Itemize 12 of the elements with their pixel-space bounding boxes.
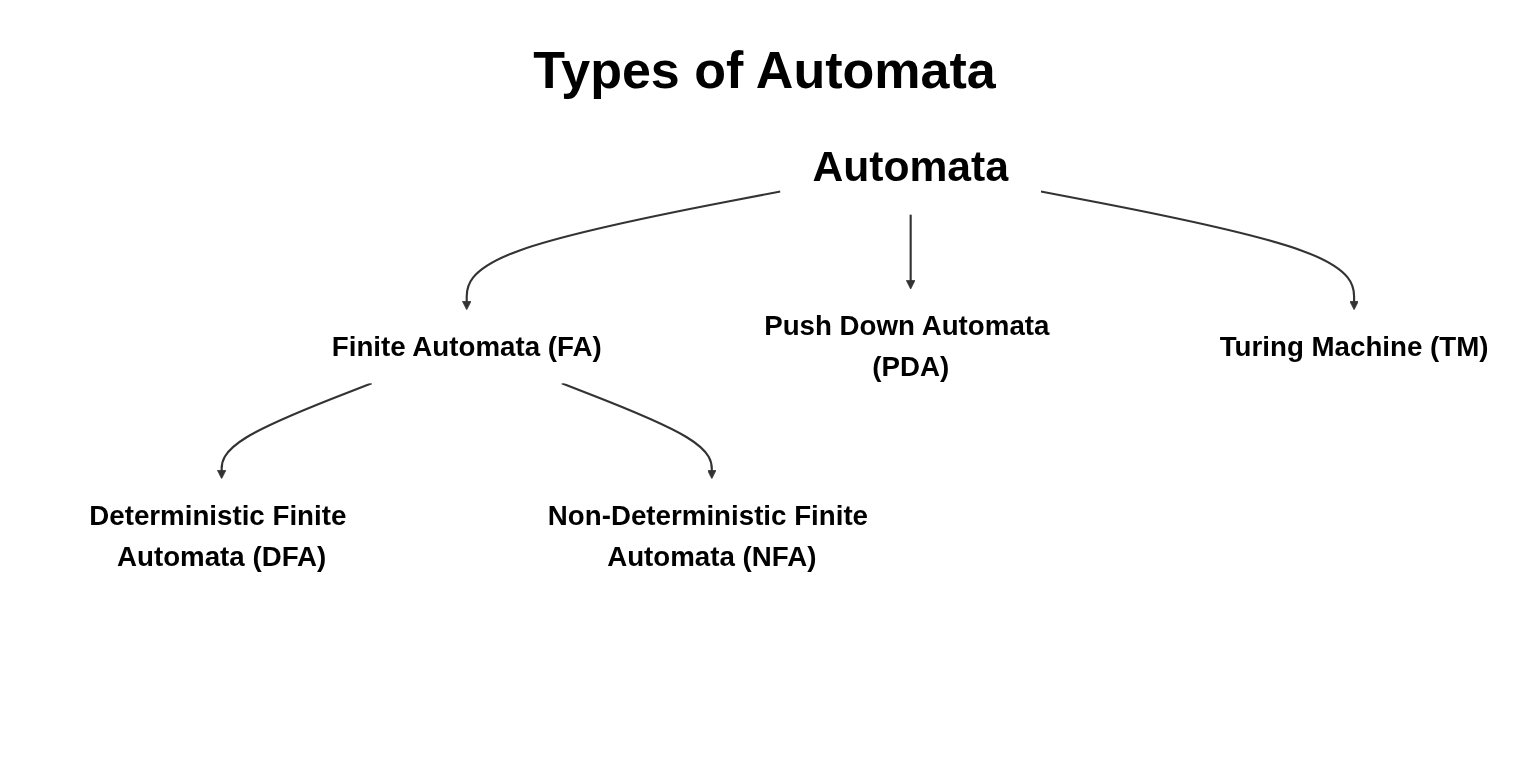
arrow	[462, 190, 781, 311]
node-text: Deterministic Finite Automata (DFA)	[89, 498, 347, 573]
node-text: Push Down Automata (PDA)	[764, 309, 1050, 383]
diagram-title: Types of Automata	[533, 40, 996, 100]
node-text: Turing Machine (TM)	[1219, 330, 1489, 363]
arrow	[1040, 190, 1359, 311]
arrow	[216, 382, 373, 480]
node-text: Finite Automata (FA)	[331, 330, 602, 363]
arrow	[561, 382, 717, 480]
node-text: Non-Deterministic Finite Automata (NFA)	[547, 498, 869, 573]
arrow	[906, 214, 916, 290]
node-text: Automata	[812, 143, 1009, 190]
